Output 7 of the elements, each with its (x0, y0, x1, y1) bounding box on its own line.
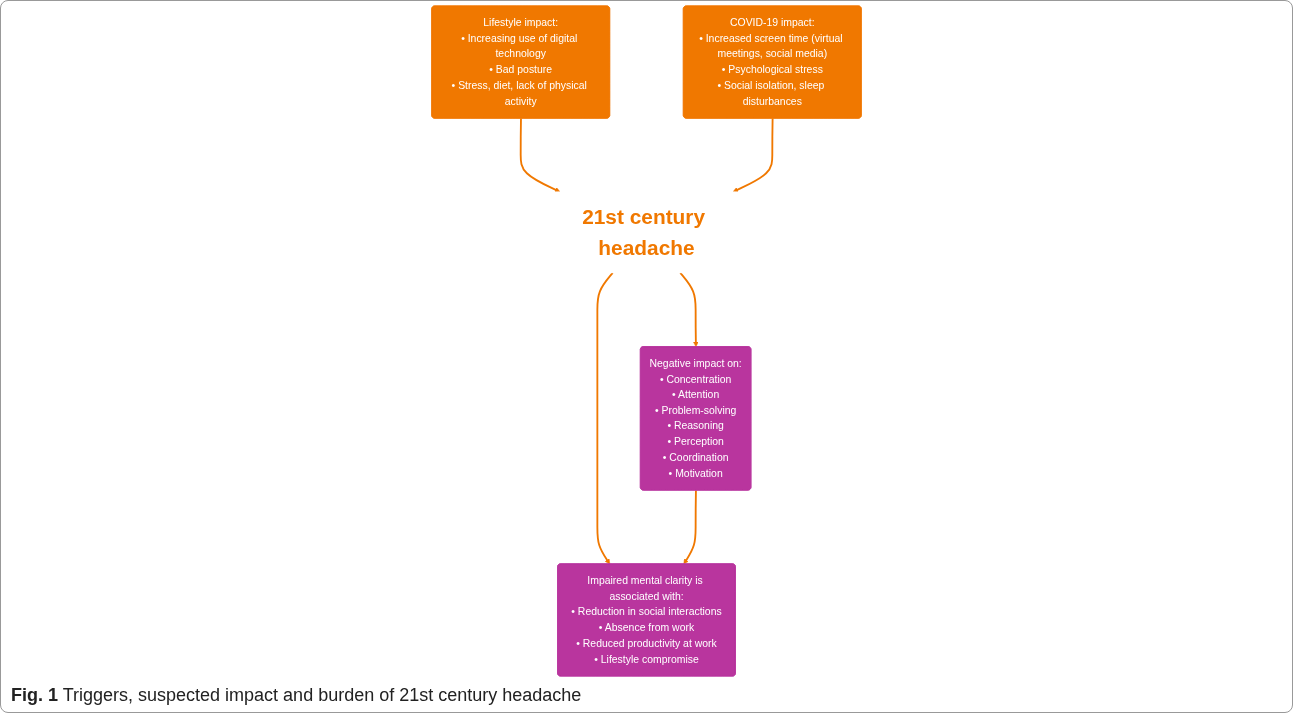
figure-caption: Fig. 1 Triggers, suspected impact and burden of 21st century headache (10, 684, 583, 707)
arrow (519, 117, 561, 193)
arrow (732, 117, 774, 193)
arrow (679, 271, 699, 348)
node-text: 21st century headache (582, 204, 706, 260)
arrow (596, 271, 614, 565)
arrow (683, 489, 697, 565)
